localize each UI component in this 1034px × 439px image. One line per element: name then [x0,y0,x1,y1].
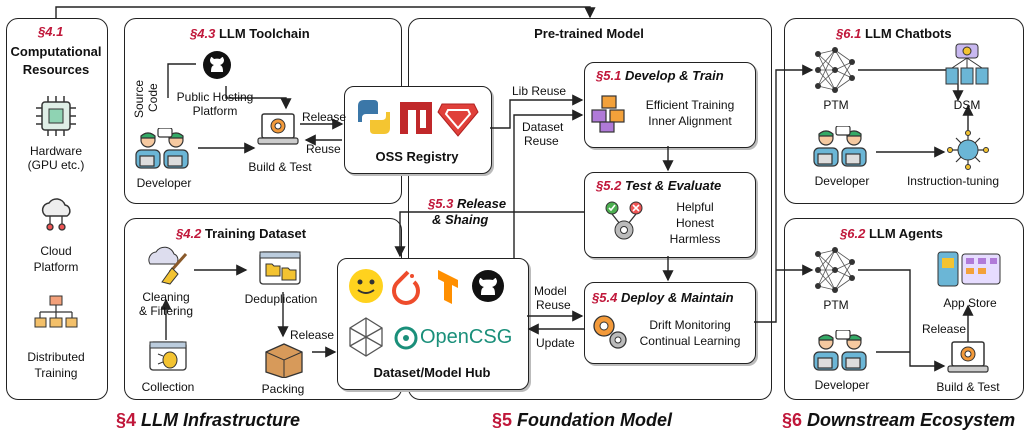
compute-title-line2: Resources [22,62,90,77]
gpu-chip-icon [36,96,76,136]
neural-network-icon [815,47,855,93]
llm-chatbots-panel [784,18,1024,204]
agents-developer-icon [813,330,867,371]
agents-release-label: Release [922,322,967,336]
opencsg-icon [394,326,418,350]
deduplication-label: Deduplication [244,292,318,306]
tensorflow-icon [438,270,458,304]
distributed-label-line1: Distributed [27,350,85,364]
package-registry-icons [358,100,479,137]
cloud-icon [41,198,71,231]
agents-ptm-label: PTM [823,298,849,312]
chatbots-developer-icon [813,126,867,167]
chatbots-ptm-label: PTM [823,98,849,112]
footer-downstream: §6 Downstream Ecosystem [782,410,1016,430]
release-sharing-title-line1: §5.3 Release [428,196,507,211]
compute-section-number: §4.1 [38,24,64,39]
pretrained-model-title: Pre-trained Model [534,26,644,41]
github-icon [472,270,504,302]
build-laptop-gear-icon [257,113,299,145]
pytorch-icon [392,270,420,305]
model-reuse-label-line1: Model [534,284,567,298]
public-hosting-label-line1: Public Hosting [176,90,254,104]
cleaning-broom-icon [148,246,188,285]
cleaning-label-line1: Cleaning [142,290,190,304]
python-icon [358,100,390,134]
agents-developer-label: Developer [814,378,870,392]
maintenance-gears-icon [593,315,627,349]
hardware-label-line2: (GPU etc.) [27,158,85,172]
agents-build-laptop-icon [947,341,989,373]
deploy-line2: Continual Learning [639,334,741,348]
release-sharing-title-line2: & Shaing [432,212,489,227]
deploy-maintain-title: §5.4 Deploy & Maintain [592,290,734,305]
app-store-label: App Store [943,296,997,310]
public-hosting-label-line2: Platform [192,104,238,118]
chatbots-title: §6.1 LLM Chatbots [836,26,952,41]
develop-train-title: §5.1 Develop & Train [596,68,724,83]
instruction-tuning-icon [947,130,989,170]
cloud-label-line1: Cloud [40,244,72,258]
dsm-label: DSM [953,98,981,112]
footer-foundation: §5 Foundation Model [492,410,673,430]
hub-label: Dataset/Model Hub [373,365,491,380]
ruby-gem-icon [437,103,479,137]
source-code-label-line1: Source [132,79,146,118]
dataset-reuse-label-line2: Reuse [524,134,559,148]
distributed-network-icon [34,295,78,328]
dataset-release-label: Release [290,328,335,342]
deduplication-folders-icon [259,251,301,285]
lib-reuse-label: Lib Reuse [512,84,567,98]
update-label: Update [536,336,575,350]
packing-box-icon [265,343,303,378]
npm-icon [400,102,432,134]
compute-title-line1: Computational [10,44,102,59]
toolchain-developer-label: Developer [136,176,192,190]
toolchain-build-test-label: Build & Test [248,160,312,174]
app-store-icon [937,251,1001,287]
cubes-icon [591,95,625,133]
cleaning-label-line2: & Filtering [138,304,194,318]
developer-icon [135,128,189,169]
source-code-label-line2: Code [146,83,160,112]
model-reuse-label-line2: Reuse [536,298,571,312]
footer-infrastructure: §4 LLM Infrastructure [116,410,301,430]
distributed-label-line2: Training [34,366,78,380]
cloud-label-line2: Platform [33,260,79,274]
collection-label: Collection [141,380,195,394]
chatbots-developer-label: Developer [814,174,870,188]
agents-title: §6.2 LLM Agents [840,226,943,241]
deploy-line1: Drift Monitoring [649,318,731,332]
test-evaluate-title: §5.2 Test & Evaluate [596,178,722,193]
develop-line1: Efficient Training [645,98,735,112]
agents-build-test-label: Build & Test [936,380,1000,394]
github-icon [203,51,231,79]
opencsg-label: OpenCSG [420,326,513,348]
develop-train-box [584,62,756,148]
agents-neural-network-icon [815,247,855,293]
test-line2: Honest [675,216,715,230]
oss-registry-label: OSS Registry [375,149,459,164]
collection-bug-icon [149,341,187,371]
dsm-documents-icon [945,43,989,85]
dataset-title: §4.2 Training Dataset [176,226,307,241]
toolchain-reuse-label: Reuse [306,142,341,156]
test-line1: Helpful [676,200,714,214]
hardware-label-line1: Hardware [29,144,83,158]
dataset-reuse-label-line1: Dataset [522,120,564,134]
evaluate-check-icon [605,201,643,240]
hub-logos [349,269,504,357]
hugging-face-icon [349,269,383,303]
geometric-model-icon [349,317,383,357]
test-line3: Harmless [669,232,721,246]
toolchain-title: §4.3 LLM Toolchain [190,26,310,41]
packing-label: Packing [261,382,305,396]
develop-line2: Inner Alignment [648,114,732,128]
instruction-tuning-label: Instruction-tuning [906,174,1000,188]
toolchain-release-label: Release [302,110,347,124]
